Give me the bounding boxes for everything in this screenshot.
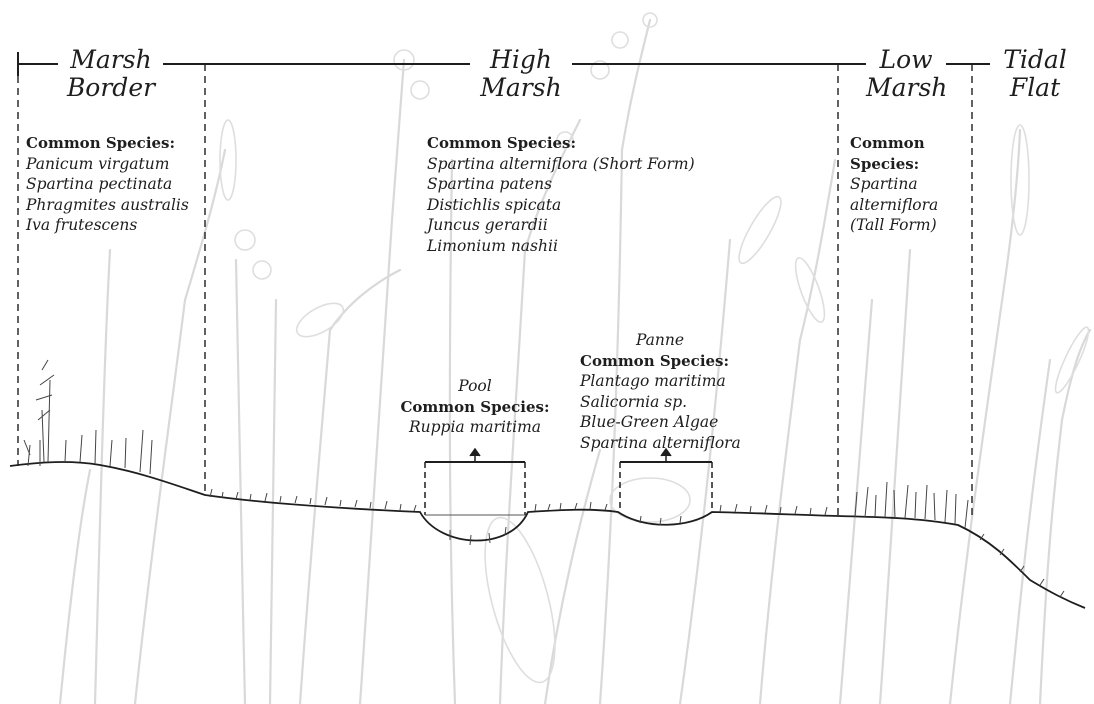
zone-title-line: Marsh xyxy=(866,73,948,102)
species-name: Distichlis spicata xyxy=(427,195,562,214)
species-heading: Common Species: xyxy=(580,351,730,370)
zone-title-tidal-flat: Tidal Flat xyxy=(990,46,1080,102)
zone-title-line: Border xyxy=(66,73,156,102)
species-heading: Common Species: xyxy=(400,397,550,416)
species-heading: Species: xyxy=(850,154,920,173)
zone-title-marsh-border: Marsh Border xyxy=(58,46,164,102)
species-name: Iva frutescens xyxy=(26,216,138,234)
species-name: Plantago maritima xyxy=(580,372,726,390)
species-name: Salicornia sp. xyxy=(580,392,688,411)
species-name: (Tall Form) xyxy=(850,216,937,234)
species-list-pool: Pool Common Species: Ruppia maritima xyxy=(392,376,558,438)
zone-title-line: Flat xyxy=(1009,73,1061,102)
species-name: Spartina alterniflora (Short Form) xyxy=(427,154,695,173)
ground-vegetation xyxy=(23,359,1065,598)
species-name: Phragmites australis xyxy=(26,195,189,214)
species-list-marsh-border: Common Species: Panicum virgatum Spartin… xyxy=(26,133,189,236)
ground-profile-line xyxy=(9,461,1086,609)
species-heading: Common Species: xyxy=(26,134,176,152)
species-list-high-marsh: Common Species: Spartina alterniflora (S… xyxy=(427,133,695,256)
species-heading: Common Species: xyxy=(427,134,577,152)
species-name: Spartina patens xyxy=(427,175,553,193)
species-name: alterniflora xyxy=(850,195,939,214)
zone-title-line: High xyxy=(490,45,552,74)
panne-label: Panne xyxy=(635,331,685,349)
species-list-low-marsh: Common Species: Spartina alterniflora (T… xyxy=(850,133,938,236)
background-plants-illustration xyxy=(58,18,1092,704)
species-name: Juncus gerardii xyxy=(427,216,548,234)
species-name: Spartina alterniflora xyxy=(580,433,741,452)
pool-label: Pool xyxy=(458,377,492,395)
zone-title-line: Low xyxy=(879,45,933,74)
pool-bracket xyxy=(424,447,526,515)
background-seedheads-illustration xyxy=(219,12,1090,684)
zone-title-high-marsh: High Marsh xyxy=(470,46,572,102)
zone-title-line: Marsh xyxy=(480,73,562,102)
zone-title-low-marsh: Low Marsh xyxy=(866,45,948,102)
panne-bracket xyxy=(619,447,713,512)
species-name: Ruppia maritima xyxy=(408,418,542,436)
zone-title-line: Tidal xyxy=(1003,45,1067,74)
species-name: Spartina pectinata xyxy=(26,175,173,193)
zone-dividers xyxy=(17,64,973,520)
species-name: Blue-Green Algae xyxy=(580,413,719,431)
species-heading: Common xyxy=(850,134,925,152)
species-list-panne: Panne Common Species: Plantago maritima … xyxy=(580,330,741,453)
species-name: Spartina xyxy=(850,175,918,193)
zone-title-line: Marsh xyxy=(70,45,152,74)
species-name: Panicum virgatum xyxy=(26,154,170,173)
species-name: Limonium nashii xyxy=(427,236,558,255)
